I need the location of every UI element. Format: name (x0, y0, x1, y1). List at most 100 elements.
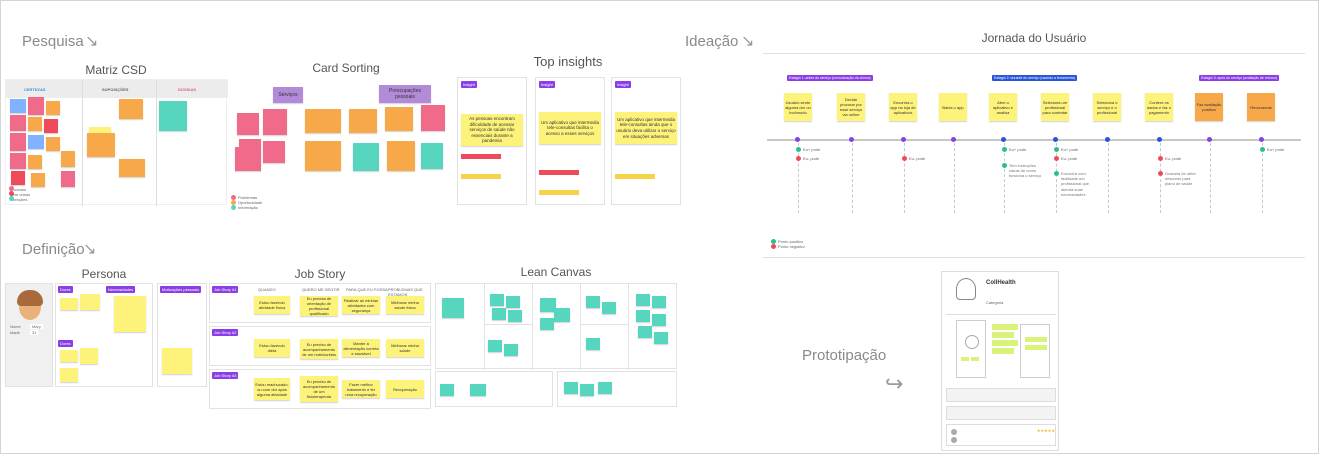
job-story-row[interactable]: Job Story #2 Estou fazendo dieta Eu prec… (209, 326, 431, 366)
job-story-cell[interactable]: Estou fazendo atividade física (254, 296, 290, 314)
sticky-note[interactable] (61, 171, 75, 187)
option-chip[interactable] (992, 332, 1014, 338)
sticky-note[interactable] (586, 296, 600, 308)
sticky-note[interactable] (598, 382, 612, 394)
lean-canvas-revenue[interactable] (557, 371, 677, 407)
sticky-note[interactable] (442, 298, 464, 318)
sticky-note[interactable] (602, 302, 616, 314)
journey-step[interactable]: Seleciona um profissional para contratar (1041, 93, 1069, 121)
sticky-note[interactable] (488, 340, 502, 352)
sticky-note[interactable] (636, 294, 650, 306)
sticky-note[interactable] (31, 173, 45, 187)
sticky-note[interactable] (119, 99, 143, 119)
journey-step[interactable]: Abre o aplicativo e analisa (989, 93, 1017, 121)
sticky-note[interactable] (46, 101, 60, 115)
sticky-note[interactable] (11, 171, 25, 185)
review-box[interactable] (946, 406, 1056, 420)
sticky-note[interactable] (263, 141, 285, 163)
sticky-note[interactable] (60, 350, 78, 362)
sticky-note[interactable] (87, 133, 115, 157)
sticky-note[interactable] (492, 308, 506, 320)
sticky-note[interactable] (44, 119, 58, 133)
sticky-note[interactable] (46, 137, 60, 151)
sticky-note[interactable] (504, 344, 518, 356)
sticky-note[interactable] (508, 310, 522, 322)
sticky-note[interactable] (421, 105, 445, 131)
journey-step[interactable]: Confere os dados e faz o pagamento (1145, 93, 1173, 121)
sticky-note[interactable] (28, 97, 44, 115)
lean-canvas-costs[interactable] (435, 371, 553, 407)
sticky-note[interactable] (237, 113, 259, 135)
sticky-note[interactable] (540, 298, 556, 312)
job-story-cell[interactable]: Melhorar minha saúde (386, 339, 424, 357)
sticky-note[interactable] (564, 382, 578, 394)
sticky-note[interactable] (28, 117, 42, 131)
sticky-note[interactable] (586, 338, 600, 350)
sticky-note[interactable] (652, 296, 666, 308)
sticky-note[interactable] (10, 153, 26, 169)
sticky-note[interactable] (263, 109, 287, 135)
sticky-note[interactable] (385, 107, 413, 131)
option-chip[interactable] (992, 340, 1018, 346)
sticky-note[interactable] (60, 298, 78, 310)
sticky-note[interactable] (162, 348, 192, 374)
review-box[interactable] (946, 388, 1056, 402)
job-story-cell[interactable]: Estou fazendo dieta (254, 339, 290, 357)
job-story-cell[interactable]: Melhorar minha saúde física (386, 296, 424, 314)
option-chip[interactable] (992, 324, 1018, 330)
job-story-cell[interactable]: Eu precisa de orientação de profissional… (300, 296, 338, 316)
sticky-note[interactable] (159, 101, 187, 131)
sticky-note[interactable] (540, 318, 554, 330)
job-story-cell[interactable]: Recuperação (386, 380, 424, 398)
sticky-note[interactable] (353, 143, 379, 171)
sticky-note[interactable] (119, 159, 145, 177)
job-story-cell[interactable]: Realizar as minhas atividades com segura… (342, 296, 380, 314)
sticky-note[interactable] (554, 308, 570, 322)
details-card[interactable] (1020, 324, 1050, 378)
insight-card-3[interactable]: Insight Um aplicativo que intermedia tel… (611, 77, 681, 205)
sticky-note[interactable] (10, 99, 26, 113)
sticky-note[interactable] (638, 326, 652, 338)
sticky-note[interactable] (61, 151, 75, 167)
job-story-cell[interactable]: Eu preciso de acompanhamento de um nutri… (300, 339, 338, 359)
sticky-note[interactable] (60, 368, 78, 382)
journey-step[interactable]: Seleciona o serviço e o profissional (1093, 93, 1121, 121)
sticky-note[interactable] (490, 294, 504, 306)
sticky-note[interactable] (235, 147, 261, 171)
journey-step[interactable]: Recomenda (1247, 93, 1275, 121)
journey-step[interactable]: Baixa o app (939, 93, 967, 121)
sticky-note[interactable] (652, 314, 666, 326)
sticky-note[interactable] (114, 296, 146, 332)
journey-step[interactable]: Faz avaliação positiva (1195, 93, 1223, 121)
sticky-note[interactable] (654, 332, 668, 344)
job-story-cell[interactable]: Estou machucado, ou com dor após alguma … (254, 378, 290, 400)
journey-step[interactable]: Encontra o app na loja de aplicativos (889, 93, 917, 121)
job-story-row[interactable]: Job Story #1 QUANDO QUERO ME SENTIR PARA… (209, 283, 431, 323)
sticky-note[interactable] (80, 348, 98, 364)
persona-quotes[interactable]: Motivações pessoais (157, 283, 207, 387)
sticky-note[interactable] (421, 143, 443, 169)
sticky-note[interactable] (470, 384, 486, 396)
sticky-note[interactable] (636, 310, 650, 322)
sticky-note[interactable] (387, 141, 415, 171)
option-chip[interactable] (992, 348, 1014, 354)
profile-card[interactable] (956, 320, 986, 378)
journey-step[interactable]: Decide procurar por esse serviço via onl… (837, 93, 865, 121)
sticky-note[interactable] (10, 115, 26, 131)
sticky-note[interactable] (506, 296, 520, 308)
card-sorting-header[interactable]: Preocupações pessoais (379, 85, 431, 103)
job-story-cell[interactable]: Eu preciso de acompanhamento de um fisio… (300, 376, 338, 402)
comment-box[interactable]: ★★★★★ (946, 424, 1056, 446)
lean-canvas-board[interactable] (435, 283, 677, 370)
sticky-note[interactable] (349, 109, 377, 133)
sticky-note[interactable] (305, 109, 341, 133)
persona-details[interactable]: Dores Necessidades Dores (55, 283, 153, 387)
job-story-row[interactable]: Job Story #3 Estou machucado, ou com dor… (209, 369, 431, 409)
persona-profile[interactable]: Nome Mary Idade 31 (5, 283, 53, 387)
job-story-cell[interactable]: Manter a alimentação correta e saudável (342, 339, 380, 357)
prototype-screen[interactable]: CollHealth Categoria ★★★★★ (941, 271, 1059, 451)
insight-card-1[interactable]: Insight As pessoas encontram dificuldade… (457, 77, 527, 205)
job-story-cell[interactable]: Fazer melhor tratamento e ter uma recupe… (342, 380, 380, 398)
journey-step[interactable]: Usuário sente alguma dor ou incômodo (784, 93, 812, 121)
